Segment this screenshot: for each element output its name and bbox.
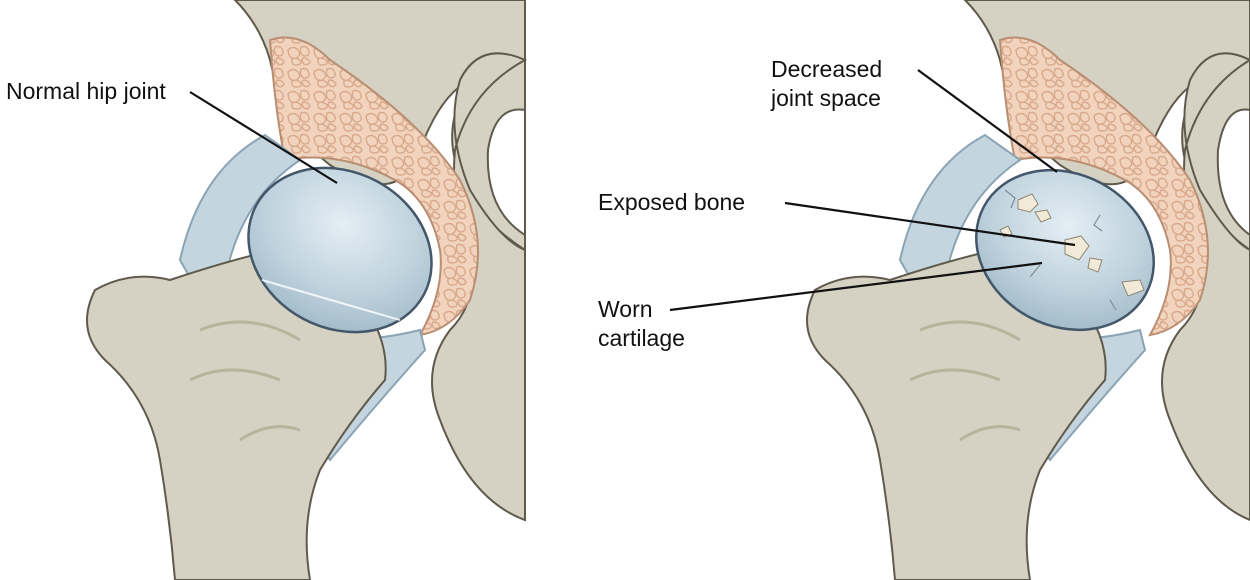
label-normal-hip-joint: Normal hip joint — [6, 77, 166, 106]
pelvis-ischium-left — [431, 52, 528, 522]
leader-normal-hip-joint — [189, 91, 338, 184]
femur-right — [806, 248, 1107, 580]
label-line: joint space — [771, 85, 881, 111]
leader-exposed-bone — [784, 201, 1076, 247]
label-exposed-bone: Exposed bone — [598, 188, 745, 217]
cartilage-cracks — [1004, 189, 1117, 311]
label-decreased-joint-space: Decreased joint space — [771, 55, 882, 113]
leader-decreased-joint-space — [917, 69, 1058, 173]
label-line: Worn — [598, 296, 653, 322]
label-worn-cartilage: Worn cartilage — [598, 295, 685, 353]
femoral-head-left — [247, 166, 433, 334]
label-line: Exposed bone — [598, 189, 746, 215]
leader-worn-cartilage — [669, 261, 1043, 312]
label-line: Normal hip joint — [6, 78, 166, 104]
label-line: cartilage — [598, 325, 685, 351]
label-line: Decreased — [771, 56, 883, 82]
leader-lines — [189, 69, 1076, 312]
left-panel-normal-hip — [86, 0, 528, 580]
right-panel-arthritic-hip — [806, 0, 1250, 580]
femur-left — [86, 248, 387, 580]
exposed-bone-patches — [999, 193, 1145, 297]
